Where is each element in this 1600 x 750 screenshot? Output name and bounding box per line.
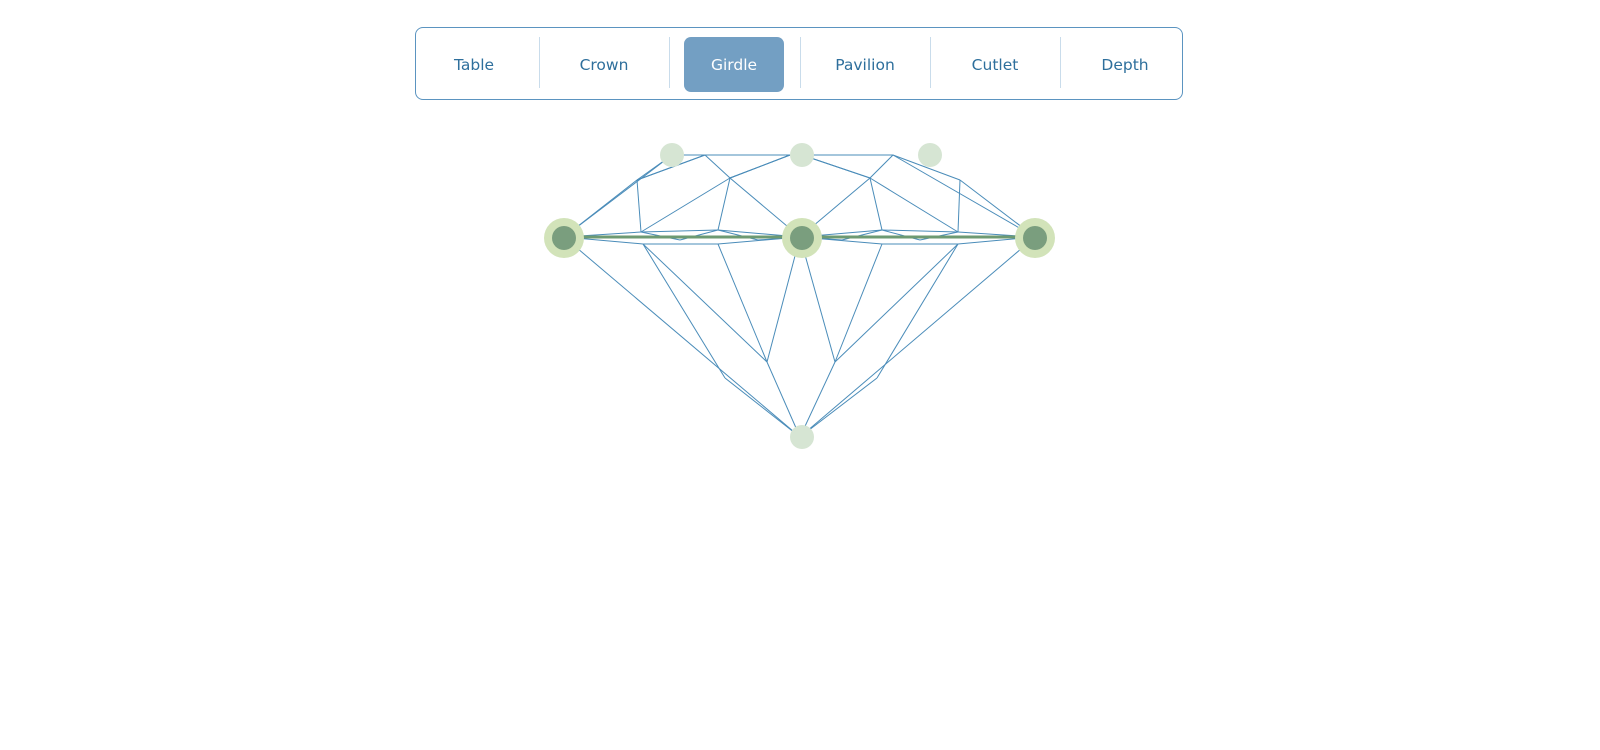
facet-edge	[799, 361, 836, 438]
facet-edge	[717, 177, 731, 231]
facet-edge	[869, 177, 883, 231]
tab-divider	[1060, 37, 1061, 88]
facet-edge	[642, 243, 726, 379]
diamond-parts-tab-bar: Table Crown Girdle Pavilion Cutlet Depth	[415, 27, 1183, 100]
facet-edge	[636, 154, 706, 181]
facet-edge	[892, 154, 961, 181]
facet-edge	[636, 179, 642, 233]
facet-edge	[563, 236, 801, 438]
tab-table[interactable]: Table	[424, 37, 524, 92]
tab-cutlet[interactable]: Cutlet	[945, 37, 1045, 92]
facet-edge	[834, 243, 883, 363]
facet-edge	[799, 236, 1036, 438]
tab-label: Girdle	[710, 55, 758, 74]
facet-edge	[704, 154, 731, 179]
facet-edge	[640, 177, 731, 233]
tab-label: Pavilion	[835, 55, 895, 74]
facet-edge	[729, 154, 791, 179]
facet-edge	[876, 243, 959, 379]
facet-edge	[892, 154, 1036, 238]
girdle-marker	[790, 226, 814, 250]
facet-edge	[799, 377, 878, 438]
facet-edge	[766, 236, 801, 363]
facet-edge	[640, 229, 719, 233]
facet-edge	[834, 243, 959, 363]
tab-label: Table	[453, 55, 495, 74]
tab-divider	[800, 37, 801, 88]
tab-pavilion[interactable]: Pavilion	[815, 37, 915, 92]
inactive-marker	[790, 425, 814, 449]
inactive-marker	[790, 143, 814, 167]
tab-divider	[539, 37, 540, 88]
facet-edge	[869, 177, 959, 233]
tab-crown[interactable]: Crown	[554, 37, 654, 92]
tab-label: Cutlet	[971, 55, 1019, 74]
facet-edge	[869, 154, 894, 179]
tab-divider	[669, 37, 670, 88]
tab-label: Crown	[579, 55, 629, 74]
girdle-marker	[552, 226, 576, 250]
facet-edge	[957, 179, 961, 233]
girdle-marker	[1023, 226, 1047, 250]
tab-divider	[930, 37, 931, 88]
tab-depth[interactable]: Depth	[1075, 37, 1175, 92]
facet-edge	[717, 243, 768, 363]
tab-girdle[interactable]: Girdle	[684, 37, 784, 92]
facet-edge	[766, 361, 801, 438]
diamond-facet-lines	[563, 154, 1036, 438]
inactive-marker	[660, 143, 684, 167]
facet-edge	[799, 236, 836, 363]
facet-edge	[724, 377, 801, 438]
facet-edge	[642, 243, 768, 363]
inactive-marker	[918, 143, 942, 167]
facet-edge	[881, 229, 959, 233]
diamond-markers	[544, 143, 1055, 449]
tab-label: Depth	[1101, 55, 1149, 74]
